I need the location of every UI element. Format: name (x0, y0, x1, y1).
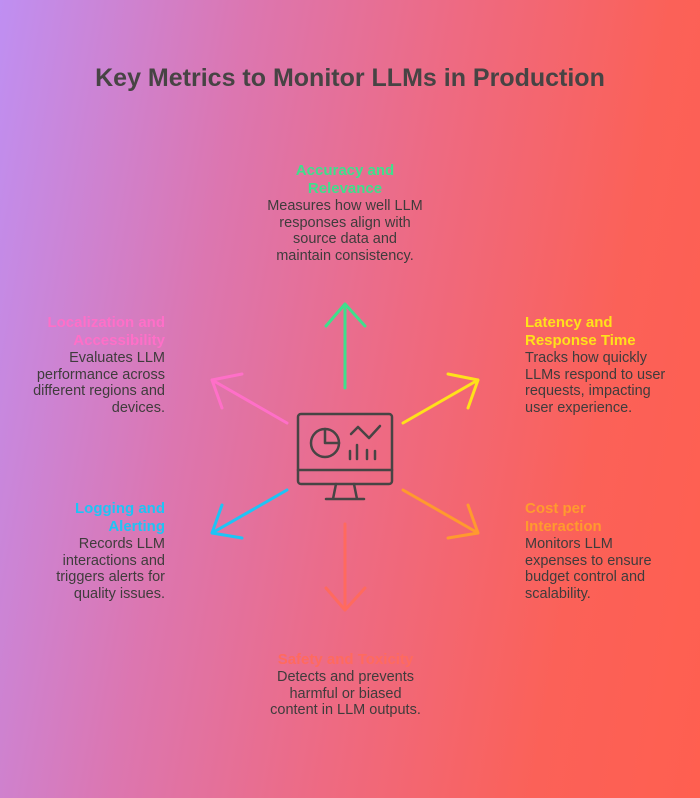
metric-title: Safety and Toxicity (277, 651, 414, 668)
metric-description: Measures how well LLM responses align wi… (267, 198, 423, 264)
metric-safety: Safety and Toxicity Detects and prevents… (268, 651, 423, 719)
arrow-up-icon (324, 302, 367, 390)
metric-cost: Cost per Interaction Monitors LLM expens… (525, 500, 660, 602)
page-title: Key Metrics to Monitor LLMs in Productio… (95, 64, 605, 92)
metric-title: Latency and Response Time (525, 314, 636, 349)
arrow-upper-right-icon (401, 372, 480, 425)
metric-description: Monitors LLM expenses to ensure budget c… (525, 536, 652, 602)
metric-latency: Latency and Response Time Tracks how qui… (525, 314, 670, 416)
metric-description: Tracks how quickly LLMs respond to user … (525, 350, 666, 416)
arrow-down-icon (324, 522, 367, 612)
metric-title: Logging and Alerting (75, 500, 165, 535)
metric-title: Cost per Interaction (525, 500, 602, 535)
metric-logging: Logging and Alerting Records LLM interac… (45, 500, 165, 602)
arrow-upper-left-icon (210, 372, 289, 425)
metric-description: Evaluates LLM performance across differe… (33, 350, 165, 416)
metric-description: Records LLM interactions and triggers al… (56, 536, 165, 602)
metric-accuracy: Accuracy and Relevance Measures how well… (265, 162, 425, 264)
monitor-dashboard-icon (296, 412, 394, 501)
metric-localization: Localization and Accessibility Evaluates… (25, 314, 165, 416)
arrow-lower-left-icon (210, 488, 289, 540)
metric-title: Accuracy and Relevance (295, 162, 395, 197)
metric-description: Detects and prevents harmful or biased c… (270, 669, 421, 718)
metric-title: Localization and Accessibility (47, 314, 165, 349)
arrow-lower-right-icon (401, 488, 480, 540)
